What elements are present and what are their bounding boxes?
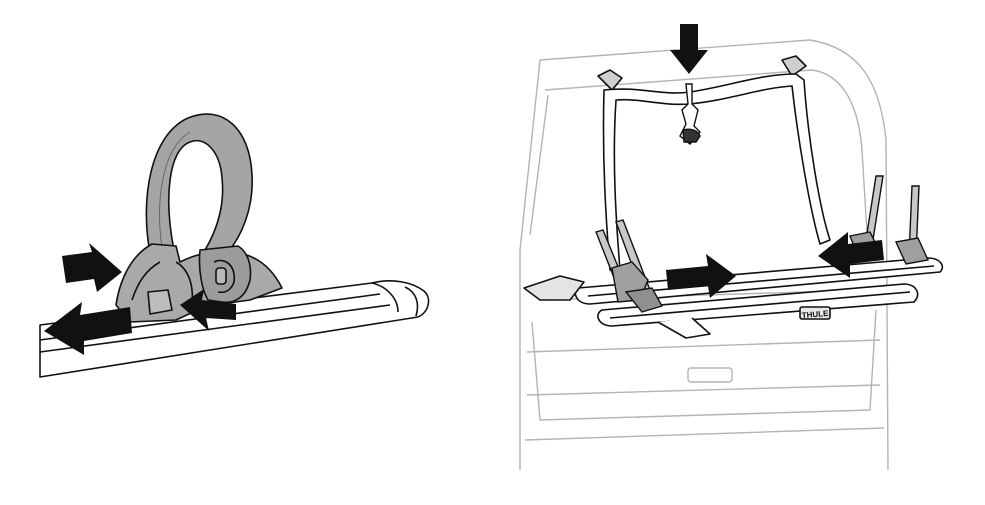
arrow-down-icon [670, 24, 708, 74]
arrow-right-icon [666, 254, 736, 298]
arrow-press-right-icon [180, 289, 236, 331]
arrow-pull-out-icon [44, 302, 132, 355]
carrier-frame [597, 55, 831, 271]
carrier-platform [523, 257, 944, 339]
arrow-press-left-icon [62, 243, 122, 292]
top-hook [679, 83, 701, 145]
wheel-strap [145, 113, 253, 254]
wheel-holder [115, 243, 283, 323]
right-panel: THULE [519, 24, 944, 471]
left-arrows [44, 243, 236, 355]
vehicle-rear [519, 39, 889, 471]
left-panel [39, 113, 430, 378]
carrier-logo: THULE [801, 309, 829, 320]
arrow-left-icon [818, 232, 884, 278]
